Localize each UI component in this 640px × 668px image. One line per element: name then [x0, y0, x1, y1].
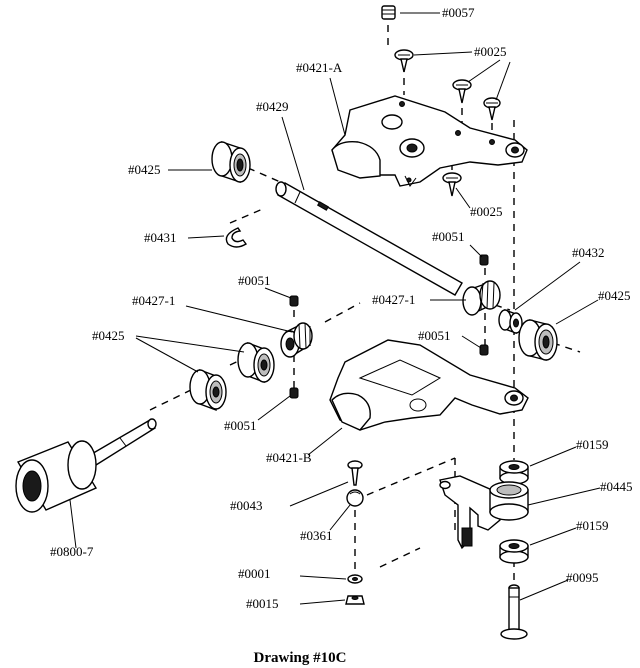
bearing-0425-upper-left	[211, 141, 251, 183]
label-0429: #0429	[256, 99, 289, 114]
shaft-0429	[275, 181, 463, 296]
part-labels: #0057 #0025 #0421-A #0429 #0425 #0025 #0…	[50, 5, 633, 611]
label-0361: #0361	[300, 528, 333, 543]
screw-0025-b	[452, 79, 472, 104]
label-0425-right: #0425	[598, 288, 631, 303]
label-0015: #0015	[246, 596, 279, 611]
label-0051-c: #0051	[418, 328, 451, 343]
label-0095: #0095	[566, 570, 599, 585]
screw-0025-a	[394, 49, 414, 73]
screw-0025-c	[483, 97, 501, 121]
label-0425-mid: #0425	[92, 328, 125, 343]
setscrew-0051-a	[479, 254, 489, 266]
label-0421-b: #0421-B	[266, 450, 312, 465]
label-0445: #0445	[600, 479, 633, 494]
label-0800-7: #0800-7	[50, 544, 94, 559]
label-0051-a: #0051	[432, 229, 465, 244]
drawing-caption: Drawing #10C	[254, 650, 347, 666]
label-0431: #0431	[144, 230, 177, 245]
setscrew-0051-d	[289, 387, 299, 399]
bearing-0425-mid-b	[189, 368, 227, 412]
label-0427-1-left: #0427-1	[132, 293, 175, 308]
bearing-0425-right	[518, 319, 558, 361]
setscrew-0051-c	[479, 344, 489, 356]
screw-0025-d	[442, 172, 462, 197]
label-0051-d: #0051	[224, 418, 257, 433]
spacer-0432	[498, 309, 523, 334]
label-0057: #0057	[442, 5, 475, 20]
label-0421-a: #0421-A	[296, 60, 343, 75]
label-0001: #0001	[238, 566, 271, 581]
screw-0043	[347, 460, 363, 486]
housing-0421-a	[331, 95, 528, 187]
label-0159-top: #0159	[576, 437, 609, 452]
bolt-0095	[500, 584, 528, 640]
clip-0431	[225, 227, 248, 248]
label-0025-top: #0025	[474, 44, 507, 59]
gear-0427-1-right	[462, 280, 501, 316]
leader-lines	[69, 12, 601, 605]
bearing-0425-mid-a	[237, 341, 275, 384]
bearing-0159-top	[499, 460, 529, 485]
washer-0001	[347, 574, 363, 584]
label-0425-left: #0425	[128, 162, 161, 177]
label-0043: #0043	[230, 498, 263, 513]
label-0432: #0432	[572, 245, 605, 260]
gear-0427-1-left	[280, 322, 313, 358]
bellcrank-0445	[439, 475, 529, 550]
ball-0361	[346, 489, 364, 507]
label-0427-1-right: #0427-1	[372, 292, 415, 307]
setscrew-0051-b	[289, 295, 299, 307]
housing-0421-b	[329, 339, 529, 431]
tool-0800-7	[15, 418, 157, 513]
nut-0015	[345, 595, 365, 605]
label-0051-b: #0051	[238, 273, 271, 288]
setscrew-0057	[381, 5, 396, 20]
label-0025-mid: #0025	[470, 204, 503, 219]
bearing-0159-bottom	[499, 539, 529, 564]
label-0159-bottom: #0159	[576, 518, 609, 533]
